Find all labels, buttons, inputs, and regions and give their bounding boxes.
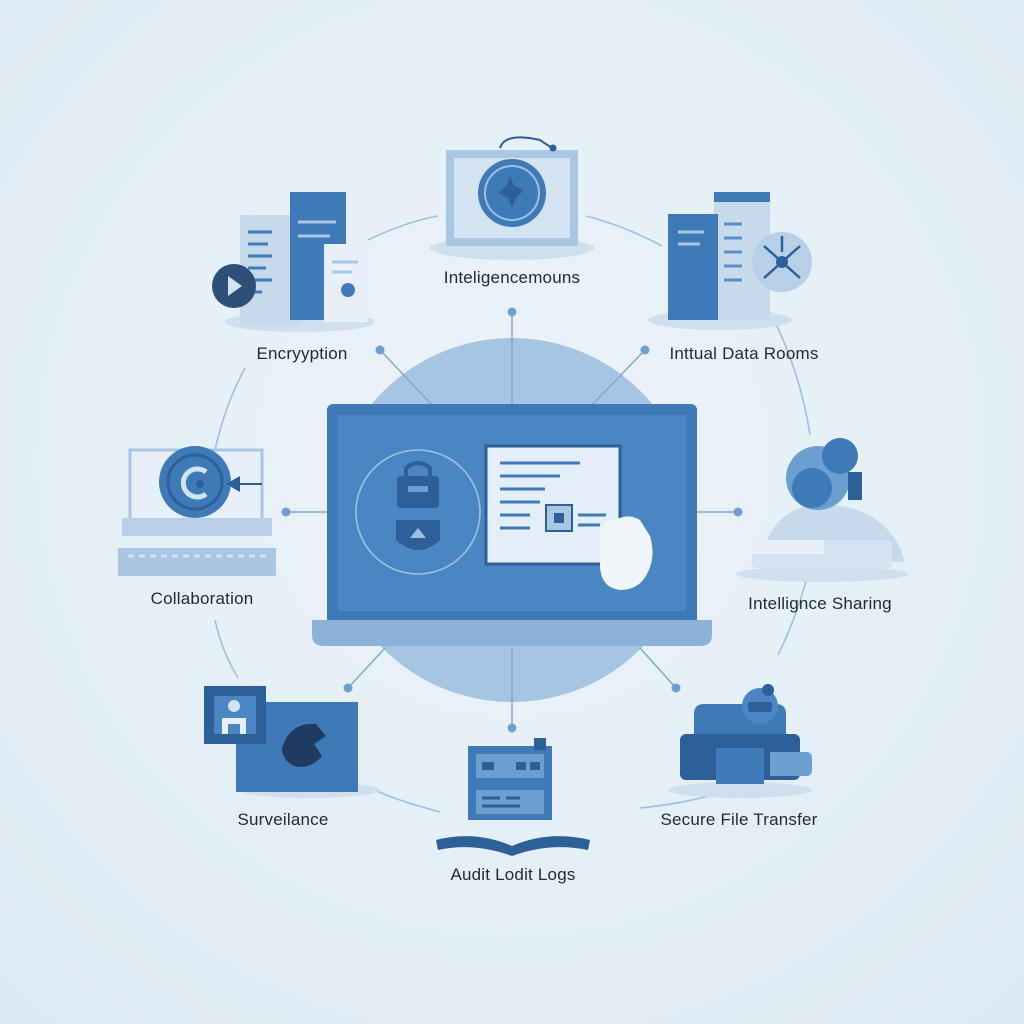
connector-dots <box>281 307 743 733</box>
node-label-top: Inteligencemouns <box>443 268 581 287</box>
node-label-collaboration: Collaboration <box>150 589 254 608</box>
document-stack-icon <box>212 192 375 332</box>
node-label-intelligence-sharing: Intellignce Sharing <box>748 594 892 613</box>
node-label-surveillance: Surveilance <box>237 810 329 829</box>
connector-spokes <box>286 312 738 728</box>
user-headset-icon <box>736 438 908 582</box>
surveillance-screen-icon <box>204 686 380 798</box>
target-scanner-icon <box>118 446 276 576</box>
laptop-security-icon <box>312 404 712 646</box>
server-rack-icon <box>648 192 812 330</box>
node-label-audit-logs: Audit Lodit Logs <box>450 865 576 884</box>
node-label-encryption: Encryyption <box>256 344 348 363</box>
file-transfer-icon <box>668 684 812 798</box>
log-book-icon <box>436 738 590 856</box>
node-label-file-transfer: Secure File Transfer <box>660 810 818 829</box>
node-label-data-rooms: Inttual Data Rooms <box>669 344 819 363</box>
monitor-icon <box>430 136 594 260</box>
